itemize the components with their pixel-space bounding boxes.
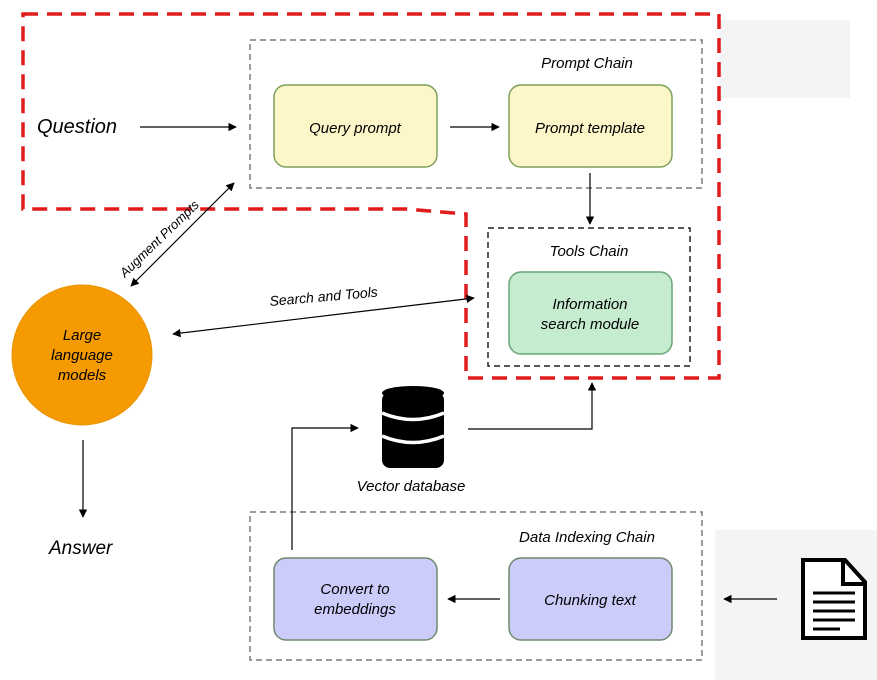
convert-embeddings-label-1: Convert to bbox=[320, 581, 389, 598]
question-label: Question bbox=[37, 116, 117, 138]
llm-label-1: Large bbox=[63, 327, 101, 344]
llm-label-2: language bbox=[51, 347, 113, 364]
prompt-chain-group bbox=[249, 39, 703, 189]
chunking-text-box bbox=[508, 557, 673, 641]
convert-embeddings-box bbox=[273, 557, 438, 641]
information-search-label-2: search module bbox=[541, 316, 639, 333]
llm-label-3: models bbox=[58, 367, 107, 384]
prompt-template-label: Prompt template bbox=[535, 120, 645, 137]
tools-chain-title: Tools Chain bbox=[550, 243, 629, 260]
data-indexing-chain-title: Data Indexing Chain bbox=[519, 529, 655, 546]
data-indexing-chain-group bbox=[249, 511, 703, 661]
prompt-template-box bbox=[508, 84, 673, 168]
database-icon bbox=[381, 386, 445, 468]
arrow-database-to-tools bbox=[468, 382, 597, 430]
query-prompt-label: Query prompt bbox=[309, 120, 402, 137]
arrow-embeddings-to-database bbox=[291, 423, 359, 550]
prompt-chain-title: Prompt Chain bbox=[541, 55, 633, 72]
tools-chain-group bbox=[487, 227, 691, 367]
information-search-label-1: Information bbox=[552, 296, 627, 313]
information-search-box bbox=[508, 271, 673, 355]
convert-embeddings-label-2: embeddings bbox=[314, 601, 396, 618]
vector-database-label: Vector database bbox=[357, 478, 466, 495]
document-icon bbox=[801, 558, 867, 640]
answer-label: Answer bbox=[48, 538, 113, 559]
arrow-augment-prompts bbox=[130, 182, 235, 287]
query-prompt-box bbox=[273, 84, 438, 168]
background-block bbox=[720, 20, 850, 98]
chunking-text-label: Chunking text bbox=[544, 592, 637, 609]
llm-circle bbox=[11, 284, 153, 426]
search-and-tools-label: Search and Tools bbox=[269, 284, 378, 309]
arrow-search-and-tools bbox=[172, 294, 475, 338]
